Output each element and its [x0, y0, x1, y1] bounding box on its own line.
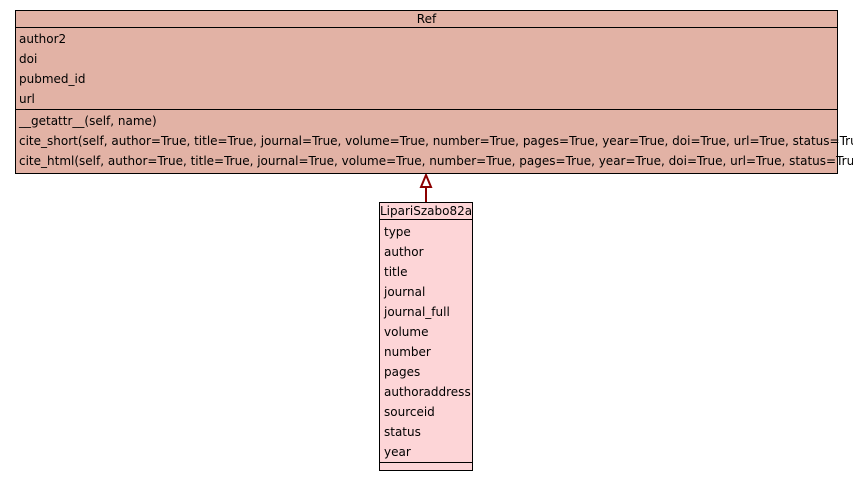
- attribute: pages: [384, 365, 421, 379]
- method: __getattr__(self, name): [19, 114, 157, 128]
- attribute: year: [384, 445, 411, 459]
- method: cite_short(self, author=True, title=True…: [19, 134, 853, 148]
- class-lipari-szabo82a[interactable]: LipariSzabo82a type author title journal…: [379, 202, 473, 471]
- attribute: author: [384, 245, 424, 259]
- attribute: number: [384, 345, 431, 359]
- attribute: pubmed_id: [19, 72, 86, 86]
- attribute: status: [384, 425, 421, 439]
- attribute: type: [384, 225, 411, 239]
- attribute: journal_full: [384, 305, 450, 319]
- attribute: volume: [384, 325, 429, 339]
- attributes-section: type author title journal journal_full v…: [380, 220, 472, 463]
- attribute: author2: [19, 32, 67, 46]
- method: cite_html(self, author=True, title=True,…: [19, 154, 853, 168]
- attribute: authoraddress: [384, 385, 471, 399]
- attribute: sourceid: [384, 405, 435, 419]
- methods-section: __getattr__(self, name) cite_short(self,…: [16, 110, 853, 173]
- class-ref[interactable]: Ref author2 doi pubmed_id url __getattr_…: [15, 10, 853, 174]
- attribute: doi: [19, 52, 38, 66]
- attribute: journal: [384, 285, 426, 299]
- methods-section: [380, 463, 472, 470]
- attributes-section: author2 doi pubmed_id url: [16, 28, 837, 110]
- inheritance-arrowhead: [419, 172, 433, 188]
- attribute: url: [19, 92, 35, 106]
- attribute: title: [384, 265, 408, 279]
- class-name: Ref: [16, 11, 837, 28]
- class-name: LipariSzabo82a: [380, 204, 473, 220]
